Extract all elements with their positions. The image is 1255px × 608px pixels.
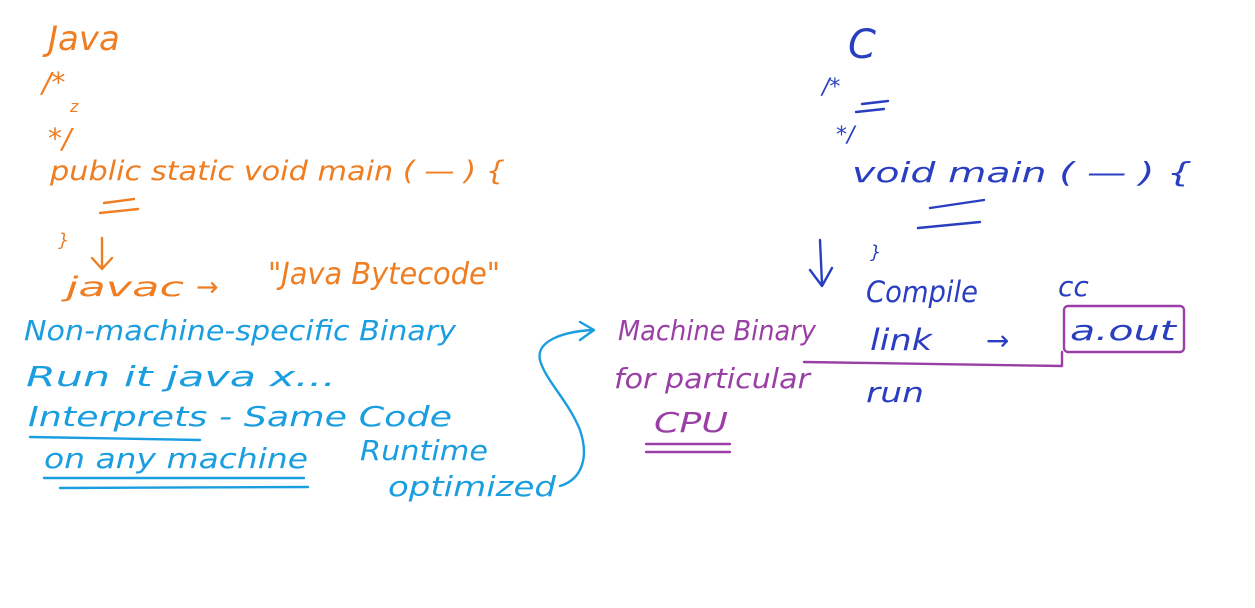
c-comment-close: */ — [836, 123, 857, 148]
c-brace-close: } — [870, 242, 881, 263]
java-section: Java /* z */ public static void main ( —… — [39, 19, 505, 303]
any-machine-underline — [42, 476, 310, 490]
cpu-underline — [644, 442, 732, 454]
java-bytecode-label: "Java Bytecode" — [268, 257, 500, 292]
c-main-signature: void main ( — ) { — [852, 156, 1192, 189]
c-comment-open: /* — [820, 75, 840, 100]
jvm-note-interprets: Interprets - Same Code — [28, 400, 452, 433]
java-compile-command: javac — [59, 272, 184, 303]
c-step-link: link — [870, 323, 933, 357]
c-output-aout: a.out — [1070, 314, 1177, 347]
c-step-compile: Compile — [866, 275, 978, 309]
c-title: C — [848, 22, 876, 68]
jvm-note-non-machine-specific: Non-machine-specific Binary — [24, 314, 456, 347]
java-body-lines — [98, 197, 140, 215]
java-brace-close: } — [58, 230, 69, 251]
java-comment-open: /* — [39, 66, 65, 99]
java-title: Java — [42, 19, 120, 59]
jvm-note-runtime: Runtime — [360, 434, 488, 467]
c-body-lines — [916, 198, 986, 230]
interprets-underline — [28, 435, 202, 442]
machine-binary-cpu: CPU — [654, 406, 728, 439]
machine-binary-connector — [802, 350, 1064, 368]
c-step-run: run — [866, 376, 924, 409]
jvm-note-any-machine: on any machine — [44, 442, 308, 475]
machine-binary-line1: Machine Binary — [618, 314, 816, 347]
java-comment-close: */ — [48, 122, 74, 155]
c-down-arrow — [808, 238, 834, 288]
java-compile-arrow: → — [196, 272, 219, 303]
machine-binary-line2: for particular — [614, 362, 812, 395]
machine-binary-section: Machine Binary for particular CPU — [614, 314, 1064, 454]
c-link-arrow: → — [986, 324, 1009, 357]
jvm-note-run-it: Run it java x... — [26, 360, 336, 393]
jvm-notes-section: Non-machine-specific Binary Run it java … — [24, 314, 596, 503]
java-comment-mid: z — [69, 97, 79, 116]
c-compiler-cc: cc — [1058, 270, 1089, 303]
c-section: C /* */ void main ( — ) { } Compile cc l… — [808, 22, 1192, 409]
java-main-signature: public static void main ( — ) { — [49, 156, 505, 187]
c-comment-lines — [854, 99, 890, 114]
jvm-note-optimized: optimized — [388, 470, 556, 503]
a-out-box — [1062, 304, 1186, 354]
runtime-to-machine-arrow — [538, 320, 596, 488]
java-down-arrow — [90, 236, 114, 271]
